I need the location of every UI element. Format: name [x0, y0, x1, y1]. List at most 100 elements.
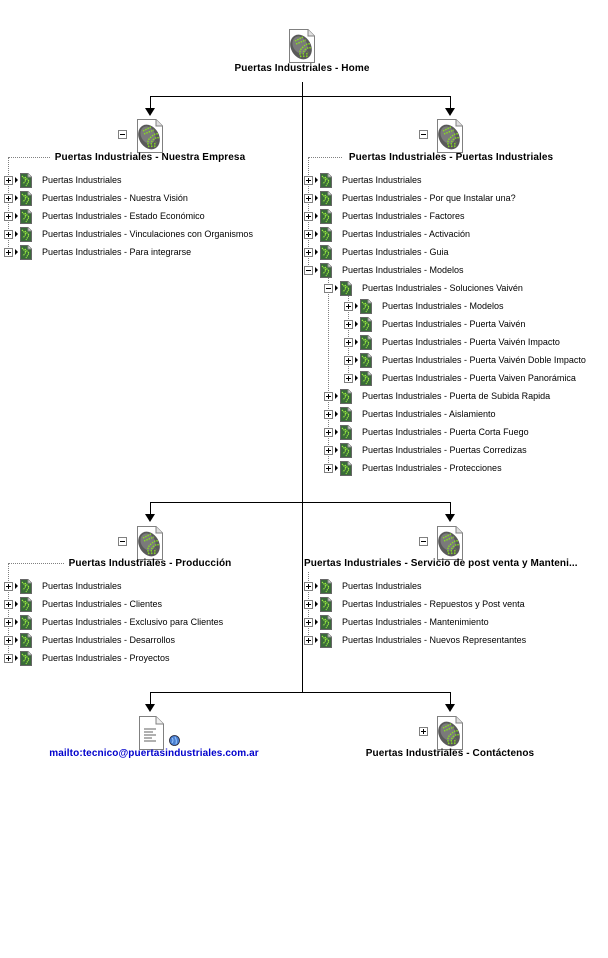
tree-item-label[interactable]: Puertas Industriales - Exclusivo para Cl… [42, 617, 224, 627]
collapse-toggle[interactable] [304, 266, 313, 275]
tree-item-label[interactable]: Puertas Industriales - Puerta Vaiven Pan… [382, 373, 576, 383]
arrow-down-icon [445, 108, 455, 116]
tree-connector [348, 295, 349, 379]
expand-toggle[interactable] [4, 582, 13, 591]
arrow-right-icon [15, 249, 18, 255]
tree-item-label[interactable]: Puertas Industriales - Puerta Vaivén Dob… [382, 355, 586, 365]
tree-item-label[interactable]: Puertas Industriales - Proyectos [42, 653, 170, 663]
tree-item-label[interactable]: Puertas Industriales - Nuestra Visión [42, 193, 188, 203]
arrow-right-icon [315, 637, 318, 643]
expand-toggle[interactable] [324, 446, 333, 455]
arrow-right-icon [15, 583, 18, 589]
collapse-toggle[interactable] [118, 537, 127, 546]
tree-item-label[interactable]: Puertas Industriales - Para integrarse [42, 247, 192, 257]
tree-connector [328, 277, 329, 469]
root-title[interactable]: Puertas Industriales - Home [234, 63, 370, 74]
expand-toggle[interactable] [304, 600, 313, 609]
connector-row3 [150, 692, 451, 693]
tree-item-label[interactable]: Puertas Industriales - Puerta de Subida … [362, 391, 551, 401]
branch-title[interactable]: Puertas Industriales - Servicio de post … [304, 558, 578, 569]
collapse-toggle[interactable] [118, 130, 127, 139]
page-logo-icon[interactable] [437, 526, 463, 560]
branch-title[interactable]: Puertas Industriales - Producción [68, 558, 232, 569]
expand-toggle[interactable] [304, 194, 313, 203]
tree-item-label[interactable]: Puertas Industriales [42, 175, 122, 185]
mailto-link[interactable]: mailto:tecnico@puertasindustriales.com.a… [49, 748, 259, 759]
expand-toggle[interactable] [4, 212, 13, 221]
expand-toggle[interactable] [344, 302, 353, 311]
page-logo-icon[interactable] [437, 119, 463, 153]
tree-item-label[interactable]: Puertas Industriales - Mantenimiento [342, 617, 489, 627]
arrow-right-icon [315, 583, 318, 589]
collapse-toggle[interactable] [324, 284, 333, 293]
arrow-right-icon [15, 177, 18, 183]
expand-toggle[interactable] [324, 428, 333, 437]
expand-toggle[interactable] [4, 194, 13, 203]
expand-toggle[interactable] [4, 654, 13, 663]
collapse-toggle[interactable] [419, 130, 428, 139]
tree-item-label[interactable]: Puertas Industriales - Soluciones Vaivén [362, 283, 523, 293]
document-icon[interactable] [139, 716, 165, 750]
expand-toggle[interactable] [344, 356, 353, 365]
tree-item-label[interactable]: Puertas Industriales - Guia [342, 247, 449, 257]
expand-toggle[interactable] [304, 230, 313, 239]
expand-toggle[interactable] [344, 374, 353, 383]
tree-item-label[interactable]: Puertas Industriales - Aislamiento [362, 409, 496, 419]
expand-toggle[interactable] [4, 230, 13, 239]
expand-toggle[interactable] [324, 392, 333, 401]
expand-toggle[interactable] [324, 410, 333, 419]
expand-toggle[interactable] [304, 212, 313, 221]
expand-toggle[interactable] [4, 618, 13, 627]
tree-item-label[interactable]: Puertas Industriales [342, 581, 422, 591]
tree-item-label[interactable]: Puertas Industriales - Puerta Vaivén Imp… [382, 337, 560, 347]
expand-toggle[interactable] [304, 636, 313, 645]
tree-item-label[interactable]: Puertas Industriales - Por que Instalar … [342, 193, 516, 203]
tree-item-label[interactable]: Puertas Industriales - Puerta Corta Fueg… [362, 427, 529, 437]
connector-branch-2 [450, 96, 451, 110]
expand-toggle[interactable] [304, 618, 313, 627]
tree-item-label[interactable]: Puertas Industriales [42, 581, 122, 591]
tree-item-label[interactable]: Puertas Industriales - Activación [342, 229, 471, 239]
tree-item-label[interactable]: Puertas Industriales - Modelos [382, 301, 504, 311]
branch-title[interactable]: Puertas Industriales - Puertas Industria… [348, 152, 554, 163]
tree-item-label[interactable]: Puertas Industriales - Factores [342, 211, 465, 221]
tree-item-label[interactable]: Puertas Industriales - Vinculaciones con… [42, 229, 253, 239]
tree-item-label[interactable]: Puertas Industriales - Desarrollos [42, 635, 176, 645]
expand-toggle[interactable] [304, 176, 313, 185]
expand-toggle[interactable] [324, 464, 333, 473]
tree-item-label[interactable]: Puertas Industriales - Puertas Corrediza… [362, 445, 527, 455]
tree-item-label[interactable]: Puertas Industriales - Nuevos Representa… [342, 635, 527, 645]
branch-title[interactable]: Puertas Industriales - Contáctenos [365, 748, 535, 759]
tree-item-label[interactable]: Puertas Industriales - Puerta Vaivén [382, 319, 526, 329]
expand-toggle[interactable] [4, 248, 13, 257]
page-logo-icon[interactable] [289, 29, 315, 63]
tree-item-label[interactable]: Puertas Industriales - Repuestos y Post … [342, 599, 525, 609]
arrow-right-icon [355, 303, 358, 309]
arrow-right-icon [335, 285, 338, 291]
page-icon [320, 209, 332, 224]
page-icon [20, 615, 32, 630]
page-icon [20, 209, 32, 224]
page-logo-icon[interactable] [137, 119, 163, 153]
expand-toggle[interactable] [344, 320, 353, 329]
expand-toggle[interactable] [344, 338, 353, 347]
tree-connector [8, 563, 9, 659]
tree-item-label[interactable]: Puertas Industriales - Protecciones [362, 463, 502, 473]
tree-item-label[interactable]: Puertas Industriales [342, 175, 422, 185]
page-icon [20, 597, 32, 612]
branch-title[interactable]: Puertas Industriales - Nuestra Empresa [54, 152, 246, 163]
arrow-right-icon [335, 393, 338, 399]
tree-item-label[interactable]: Puertas Industriales - Clientes [42, 599, 163, 609]
expand-toggle[interactable] [304, 248, 313, 257]
tree-connector [8, 157, 9, 253]
collapse-toggle[interactable] [419, 537, 428, 546]
tree-item-label[interactable]: Puertas Industriales - Modelos [342, 265, 464, 275]
expand-toggle[interactable] [4, 600, 13, 609]
expand-toggle[interactable] [4, 176, 13, 185]
expand-toggle[interactable] [4, 636, 13, 645]
expand-toggle[interactable] [419, 727, 428, 736]
expand-toggle[interactable] [304, 582, 313, 591]
tree-item-label[interactable]: Puertas Industriales - Estado Económico [42, 211, 205, 221]
page-logo-icon[interactable] [137, 526, 163, 560]
page-logo-icon[interactable] [437, 716, 463, 750]
